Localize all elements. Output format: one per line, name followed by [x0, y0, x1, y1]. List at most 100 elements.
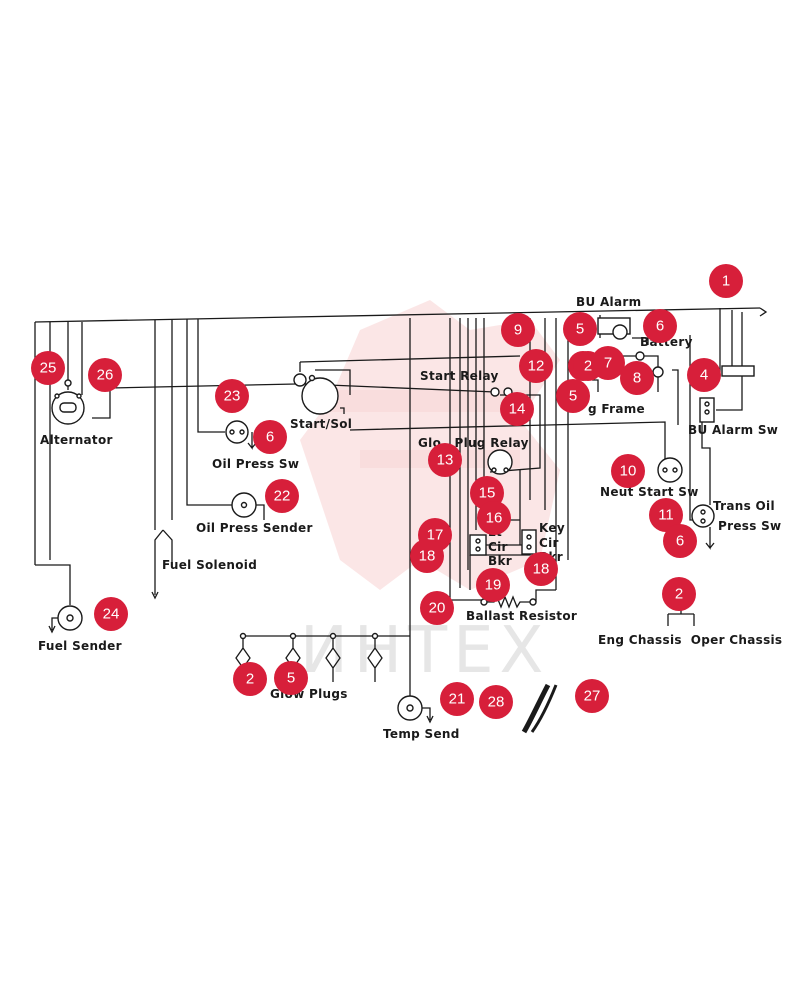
label-trans-oil: Trans Oil	[713, 499, 775, 513]
svg-text:5: 5	[569, 388, 577, 405]
label-press-sw: Press Sw	[718, 519, 781, 533]
callout-18[interactable]: 18	[410, 539, 444, 573]
bu-alarm-symbol	[597, 317, 631, 340]
callout-27[interactable]: 27	[575, 679, 609, 713]
callout-6[interactable]: 6	[253, 420, 287, 454]
bu-alarm-sw-symbol	[699, 365, 755, 423]
svg-text:13: 13	[437, 452, 454, 469]
callout-5[interactable]: 5	[556, 379, 590, 413]
callout-11[interactable]: 11	[649, 498, 683, 532]
svg-text:5: 5	[287, 670, 295, 687]
svg-text:8: 8	[633, 370, 641, 387]
callout-2[interactable]: 2	[233, 662, 267, 696]
svg-text:22: 22	[274, 488, 291, 505]
svg-text:18: 18	[533, 561, 550, 578]
trans-oil-press-sw-symbol	[691, 504, 715, 550]
svg-text:1: 1	[722, 273, 730, 290]
alternator-symbol	[51, 379, 85, 425]
label-temp-send: Temp Send	[383, 727, 460, 741]
label-ballast-resistor: Ballast Resistor	[466, 609, 577, 623]
label-start-sol: Start/Sol	[290, 417, 352, 431]
label-bu-alarm: BU Alarm	[576, 295, 641, 309]
svg-text:27: 27	[584, 688, 601, 705]
svg-text:9: 9	[514, 322, 522, 339]
callout-28[interactable]: 28	[479, 685, 513, 719]
svg-text:19: 19	[485, 577, 502, 594]
svg-text:16: 16	[486, 510, 503, 527]
callout-4[interactable]: 4	[687, 358, 721, 392]
svg-text:2: 2	[675, 586, 683, 603]
lt-cir-bkr-symbol	[469, 534, 487, 556]
callout-23[interactable]: 23	[215, 379, 249, 413]
callout-5[interactable]: 5	[274, 661, 308, 695]
callout-22[interactable]: 22	[265, 479, 299, 513]
callout-6[interactable]: 6	[663, 524, 697, 558]
oil-press-sender-symbol	[231, 492, 265, 520]
wire-terminal-28	[521, 683, 558, 734]
label-alternator: Alternator	[40, 433, 113, 447]
svg-text:7: 7	[604, 355, 612, 372]
callout-6[interactable]: 6	[643, 309, 677, 343]
callout-7[interactable]: 7	[591, 346, 625, 380]
label-key-cir-bkr-line2: Cir	[539, 536, 559, 550]
key-cir-bkr-symbol	[521, 529, 537, 555]
glow-plug-relay-symbol	[487, 449, 513, 475]
callout-2[interactable]: 2	[662, 577, 696, 611]
callout-9[interactable]: 9	[501, 313, 535, 347]
svg-text:28: 28	[488, 694, 505, 711]
callout-8[interactable]: 8	[620, 361, 654, 395]
callout-10[interactable]: 10	[611, 454, 645, 488]
svg-text:15: 15	[479, 485, 496, 502]
svg-text:11: 11	[658, 507, 674, 524]
svg-text:23: 23	[224, 388, 241, 405]
start-solenoid-symbol	[293, 373, 339, 415]
label-lt-cir-bkr-line3: Bkr	[488, 554, 512, 568]
callout-1[interactable]: 1	[709, 264, 743, 298]
callout-13[interactable]: 13	[428, 443, 462, 477]
callout-20[interactable]: 20	[420, 591, 454, 625]
callout-24[interactable]: 24	[94, 597, 128, 631]
svg-text:26: 26	[97, 367, 114, 384]
svg-text:6: 6	[656, 318, 664, 335]
fuel-sender-symbol	[48, 605, 83, 634]
callout-16[interactable]: 16	[477, 501, 511, 535]
callout-21[interactable]: 21	[440, 682, 474, 716]
svg-text:17: 17	[427, 527, 444, 544]
callout-19[interactable]: 19	[476, 568, 510, 602]
svg-text:21: 21	[449, 691, 466, 708]
label-fuel-solenoid: Fuel Solenoid	[162, 558, 257, 572]
label-eng-oper-chassis: Eng Chassis Oper Chassis	[598, 633, 782, 647]
label-key-cir-bkr-line1: Key	[539, 521, 565, 535]
svg-text:5: 5	[576, 321, 584, 338]
label-lt-cir-bkr-line2: Cir	[488, 540, 508, 554]
watermark-text: ИНТЕХ	[300, 614, 549, 688]
svg-text:24: 24	[103, 606, 120, 623]
label-start-relay: Start Relay	[420, 369, 499, 383]
callout-18[interactable]: 18	[524, 552, 558, 586]
label-oil-press-sender: Oil Press Sender	[196, 521, 313, 535]
svg-text:25: 25	[40, 360, 57, 377]
label-frame: g Frame	[588, 402, 645, 416]
svg-text:2: 2	[584, 358, 592, 375]
svg-text:12: 12	[528, 358, 545, 375]
svg-text:6: 6	[266, 429, 274, 446]
label-neut-start-sw: Neut Start Sw	[600, 485, 699, 499]
callout-5[interactable]: 5	[563, 312, 597, 346]
callout-26[interactable]: 26	[88, 358, 122, 392]
oil-press-sw-symbol	[225, 420, 257, 450]
temp-send-symbol	[397, 695, 434, 724]
svg-text:2: 2	[246, 671, 254, 688]
fuel-solenoid-symbol	[151, 529, 173, 600]
label-bu-alarm-sw: BU Alarm Sw	[688, 423, 778, 437]
svg-text:6: 6	[676, 533, 684, 550]
label-oil-press-sw: Oil Press Sw	[212, 457, 299, 471]
svg-text:10: 10	[620, 463, 637, 480]
svg-text:14: 14	[509, 401, 526, 418]
callout-12[interactable]: 12	[519, 349, 553, 383]
callout-25[interactable]: 25	[31, 351, 65, 385]
label-fuel-sender: Fuel Sender	[38, 639, 122, 653]
svg-text:20: 20	[429, 600, 446, 617]
neut-start-sw-symbol	[657, 457, 683, 483]
callout-14[interactable]: 14	[500, 392, 534, 426]
